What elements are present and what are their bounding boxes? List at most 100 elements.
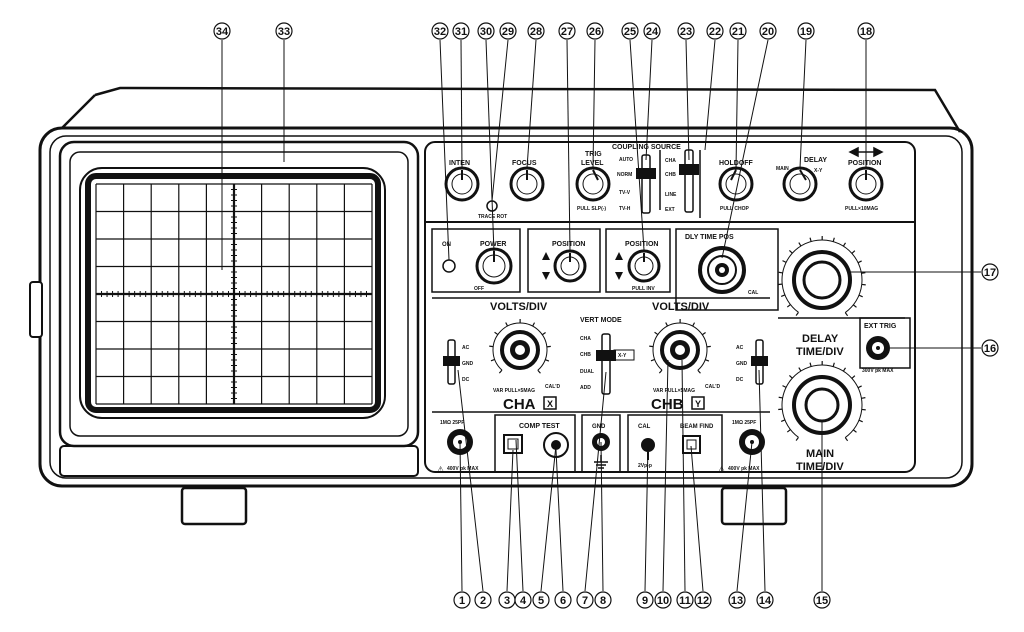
callout-number: 12: [697, 595, 709, 607]
crt-graticule: [96, 184, 372, 404]
sweep-mode-knob[interactable]: [784, 168, 816, 200]
callout-number: 8: [600, 595, 606, 607]
comp-test-label: COMP TEST: [519, 423, 560, 430]
dial-tick: [545, 360, 549, 361]
delay-time-div-knob[interactable]: [794, 252, 850, 308]
power-knob[interactable]: [477, 249, 511, 283]
chb-mode-label: CHB: [580, 352, 591, 358]
beam-find-label: BEAM FIND: [680, 424, 714, 430]
dial-tick: [861, 273, 865, 274]
chb-volts-div-knob[interactable]: [662, 332, 698, 368]
callout-number: 30: [480, 26, 492, 38]
callout-number: 28: [530, 26, 542, 38]
trig-level-knob[interactable]: [577, 168, 609, 200]
holdoff-knob[interactable]: [720, 168, 752, 200]
callout-leader: [541, 445, 556, 591]
power-led: [443, 260, 455, 272]
dial-tick: [861, 398, 865, 399]
ext-trig-max-label: 300V pk MAX: [862, 368, 894, 374]
vert-mode-slide-switch[interactable]: [596, 334, 616, 394]
ext-trig-bnc-connector[interactable]: [866, 336, 890, 360]
callout-number: 3: [504, 595, 510, 607]
callout-number: 4: [520, 595, 527, 607]
dial-tick: [783, 261, 787, 263]
foot-right: [722, 488, 786, 524]
coupling-slide-switch[interactable]: [636, 155, 656, 213]
dial-tick: [859, 295, 863, 297]
dial-tick: [796, 437, 798, 440]
callout-leader: [461, 40, 462, 168]
callout-number: 32: [434, 26, 446, 38]
dial-tick: [852, 376, 855, 379]
warning-icon-a: ⚠: [437, 465, 444, 474]
cha-mode-label: CHA: [580, 336, 591, 342]
dial-tick: [859, 420, 863, 422]
auto-label: AUTO: [619, 157, 633, 163]
input-b-impedance-label: 1MΩ 25PF: [732, 420, 756, 426]
dial-tick: [538, 370, 541, 373]
dial-tick: [651, 359, 655, 360]
warning-icon-b: ⚠: [718, 465, 725, 474]
ext-label: EXT: [665, 207, 675, 213]
cal-voltage-label: 2Vp-p: [638, 463, 652, 469]
dial-tick: [533, 323, 535, 327]
callout-number: 16: [984, 343, 996, 355]
dial-tick: [495, 332, 498, 334]
position-a-label: POSITION: [552, 241, 585, 248]
dly-time-pos-knob[interactable]: [700, 248, 744, 292]
dial-tick: [853, 305, 856, 307]
callout-leader: [567, 40, 570, 250]
callout-number: 22: [709, 26, 721, 38]
callout-leader: [800, 40, 806, 168]
dial-tick: [833, 238, 834, 242]
callout-leader: [691, 446, 703, 591]
callout-number: 18: [860, 26, 872, 38]
dial-tick: [843, 243, 845, 246]
callout-leader: [492, 40, 508, 201]
main-time-div-label: TIME/DIV: [796, 461, 844, 473]
dial-tick: [843, 368, 845, 371]
dc-b-label: DC: [736, 377, 744, 383]
main-sweep-label: MAIN: [776, 166, 789, 172]
focus-knob[interactable]: [511, 168, 543, 200]
callout-number: 20: [762, 26, 774, 38]
callout-leader: [593, 40, 595, 168]
callout-number: 24: [646, 26, 659, 38]
pull-chop-label: PULL CHOP: [720, 206, 749, 212]
callout-number: 31: [455, 26, 467, 38]
callout-leader: [759, 370, 765, 591]
dial-tick: [810, 363, 811, 367]
horizontal-position-knob[interactable]: [850, 168, 882, 200]
norm-label: NORM: [617, 172, 632, 178]
line-label: LINE: [665, 192, 677, 198]
callout-number: 26: [589, 26, 601, 38]
dual-mode-label: DUAL: [580, 369, 594, 375]
dial-tick: [705, 360, 709, 361]
dial-tick: [833, 363, 834, 367]
gnd-a-label: GND: [462, 361, 474, 367]
tv-h-label: TV-H: [619, 206, 631, 212]
max-a-label: 400V pk MAX: [447, 466, 479, 472]
dial-tick: [787, 305, 790, 307]
focus-label: FOCUS: [512, 160, 537, 167]
cha-position-knob[interactable]: [555, 251, 585, 281]
callout-number: 9: [642, 595, 648, 607]
max-b-label: 400V pk MAX: [728, 466, 760, 472]
cha-coupling-slide-switch[interactable]: [443, 340, 460, 384]
on-label: ON: [442, 242, 451, 248]
screen-bezel: [60, 142, 418, 476]
inten-knob[interactable]: [446, 168, 478, 200]
callout-number: 6: [560, 595, 566, 607]
cha-volts-div-knob[interactable]: [502, 332, 538, 368]
xy-sweep-label: X-Y: [814, 168, 823, 174]
chb-position-knob[interactable]: [629, 251, 659, 281]
ac-a-label: AC: [462, 345, 470, 351]
off-label: OFF: [474, 286, 484, 292]
dc-a-label: DC: [462, 377, 470, 383]
callout-number: 11: [679, 595, 691, 607]
callout-leader: [663, 360, 668, 591]
callout-number: 17: [984, 267, 996, 279]
callout-number: 2: [480, 595, 486, 607]
chb-source-label: CHB: [665, 172, 676, 178]
callout-number: 29: [502, 26, 514, 38]
